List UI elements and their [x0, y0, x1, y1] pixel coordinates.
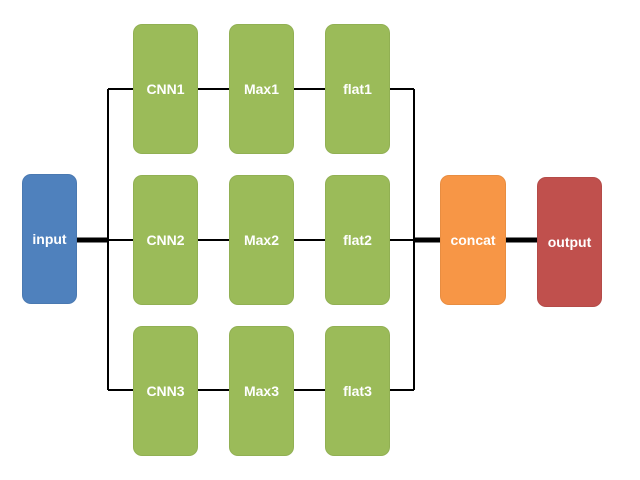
max3-label: Max3 [243, 383, 280, 399]
concat-label: concat [450, 232, 496, 248]
cnn3-label: CNN3 [146, 383, 185, 399]
flat2-label: flat2 [343, 232, 372, 248]
cnn3-node: CNN3 [133, 326, 198, 456]
cnn2-node: CNN2 [133, 175, 198, 305]
cnn1-label: CNN1 [146, 81, 185, 97]
output-label: output [547, 234, 592, 250]
flat1-label: flat1 [343, 81, 372, 97]
concat-node: concat [440, 175, 506, 305]
input-node: input [22, 174, 77, 304]
flat2-node: flat2 [325, 175, 390, 305]
max2-label: Max2 [243, 232, 280, 248]
max1-node: Max1 [229, 24, 294, 154]
input-label: input [32, 231, 67, 247]
max1-label: Max1 [243, 81, 280, 97]
flat3-label: flat3 [343, 383, 372, 399]
flat3-node: flat3 [325, 326, 390, 456]
cnn1-node: CNN1 [133, 24, 198, 154]
max2-node: Max2 [229, 175, 294, 305]
flat1-node: flat1 [325, 24, 390, 154]
cnn2-label: CNN2 [146, 232, 185, 248]
output-node: output [537, 177, 602, 307]
max3-node: Max3 [229, 326, 294, 456]
